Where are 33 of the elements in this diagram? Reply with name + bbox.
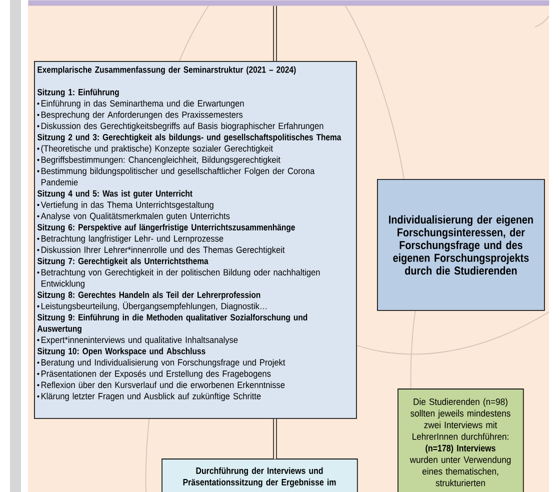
list-item: Expert*inneninterviews und qualitative Inhaltsanalyse <box>41 336 238 345</box>
list-item: Reflexion über den Kursverlauf und die erworbenen Erkenntnisse <box>41 381 285 388</box>
list-item: Betrachtung von Gerechtigkeit in der politischen Bildung oder nachhaltigen Entwicklung <box>41 268 320 289</box>
session-heading: Sitzung 10: Open Workspace und Abschluss <box>37 348 206 356</box>
connector-line <box>273 6 277 61</box>
list-item: Leistungsbeurteilung, Übergangsempfehlungen, Diagnostik… <box>41 302 267 312</box>
summary-box <box>34 61 357 419</box>
list-item: Diskussion des Gerechtigkeitsbegriffs auf Basis biographischer Erfahrungen <box>41 122 324 131</box>
list-item: Vertiefung in das Thema Unterrichtsgestaltung <box>40 201 214 210</box>
summary-heading: Exemplarische Zusammenfassung der Seminarstruktur (2021 – 2024) <box>38 66 296 75</box>
list-item: Präsentationen der Exposés und Erstellung des Fragebogens <box>41 370 271 379</box>
header-bar <box>28 0 550 6</box>
session-heading: Sitzung 2 und 3: Gerechtigkeit als bildungs- und gesellschaftspolitisches Thema <box>37 134 342 142</box>
list-item: Diskussion Ihrer Lehrer*innenrolle und des Themas Gerechtigkeit <box>41 246 285 255</box>
session-heading: Sitzung 1: Einführung <box>37 88 119 98</box>
list-item: (Theoretische und praktische) Konzepte sozialer Gerechtigkeit <box>41 145 273 154</box>
connector-line <box>273 418 277 459</box>
list-item: Beratung und Individualisierung von Forschungsfrage und Projekt <box>41 358 286 368</box>
list-item: Bestimmung bildungspolitischer und gesellschaftlicher Folgen der Corona Pandemie <box>41 168 315 186</box>
session-heading: Sitzung 9: Einführung in die Methoden qualitativer Sozialforschung und Auswertung <box>37 314 308 334</box>
process-box: Durchführung der Interviews und Präsentationssitzung der Ergebnisse im <box>162 458 358 492</box>
list-item: Betrachtung langfristiger Lehr- und Lernprozesse <box>41 235 224 244</box>
list-item: Analyse von Qualitätsmerkmalen guten Unterrichts <box>40 212 230 221</box>
session-heading: Sitzung 6: Perspektive auf längerfristige Unterrichtszusammenhänge <box>37 224 295 232</box>
list-item: Klärung letzter Fragen und Ausblick auf zukünftige Schritte <box>41 392 261 402</box>
note-box: Die Studierenden (n=98) sollten jeweils mindestens zwei Interviews mit LehrerInnen durchführen: (n=178) Interviews wurden unter Verwendung eines thematischen, strukturierten <box>398 388 524 492</box>
list-item: Begriffsbestimmungen: Chancengleichheit, Bildungsgerechtigkeit <box>41 156 280 165</box>
list-item: Besprechung der Anforderungen des Praxissemesters <box>41 111 243 120</box>
list-item: Einführung in das Seminarthema und die Erwartungen <box>41 100 244 108</box>
session-heading: Sitzung 7: Gerechtigkeit als Unterrichtsthema <box>37 258 208 266</box>
session-heading: Sitzung 8: Gerechtes Handeln als Teil der Lehrerprofession <box>37 291 260 300</box>
info-box: Individualisierung der eigenen Forschungsinteressen, der Forschungsfrage und des eigenen Forschungsprojekts durch die Studierenden <box>377 179 545 311</box>
session-heading: Sitzung 4 und 5: Was ist guter Unterricht <box>37 190 192 198</box>
